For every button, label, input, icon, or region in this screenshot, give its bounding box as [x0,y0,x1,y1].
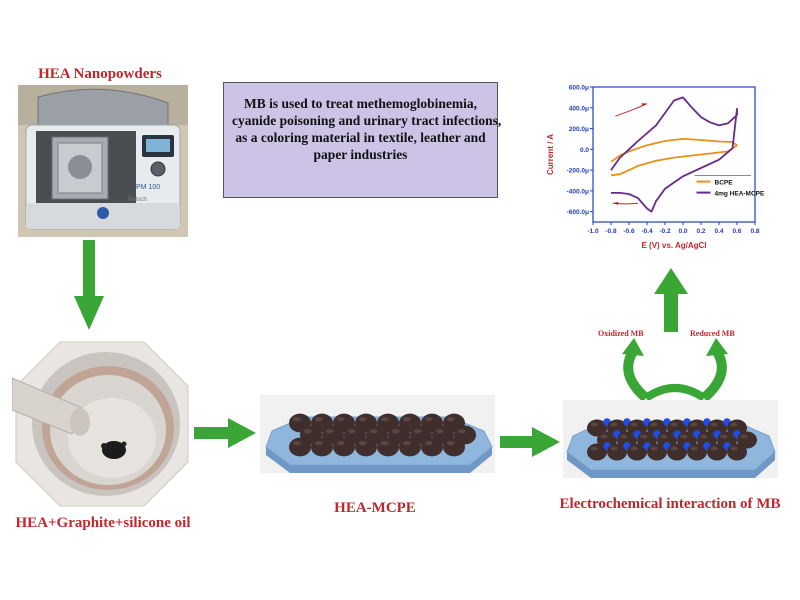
paste-sphere [355,437,377,457]
info-line: paper industries [313,147,408,162]
x-tick-label: 0.0 [678,228,687,235]
paste-sphere [289,437,311,457]
oxidized-mb-label: Oxidized MB [598,329,644,338]
ball-mill-photo: PM 100 Retsch [18,85,188,237]
legend-label: 4mg HEA-MCPE [715,191,766,198]
info-line: as a coloring material in textile, leath… [235,130,486,145]
series-line-1 [610,96,738,213]
paste-sphere [377,437,399,457]
plot-frame [592,86,756,223]
mb-electrode [563,400,778,478]
hea-nanopowders-title: HEA Nanopowders [38,66,162,82]
info-line: MB is used to treat methemoglobinemia, [244,96,477,111]
right-arrow-2 [500,427,560,457]
x-tick-label: -1.0 [587,228,599,235]
paste-sphere [333,437,355,457]
y-axis-label: Current / A [546,134,555,175]
x-tick-label: 0.4 [714,228,723,235]
x-axis-label: E (V) vs. Ag/AgCl [641,241,706,250]
mortar-photo [12,338,192,510]
right-arrow-1 [194,418,256,448]
y-tick-label: -400.0μ [567,188,589,195]
paste-sphere [421,437,443,457]
x-tick-label: 0.6 [732,228,741,235]
reverse-scan-arrowhead [612,201,619,205]
y-tick-label: 0.0 [580,147,589,154]
forward-scan-arrow [615,103,648,117]
y-tick-label: -600.0μ [567,209,589,216]
y-tick-label: 400.0μ [569,105,589,112]
x-tick-label: -0.2 [659,228,671,235]
paste-sphere [443,437,465,457]
x-tick-label: -0.6 [623,228,635,235]
y-tick-label: 600.0μ [569,85,589,92]
down-arrow [74,240,104,330]
x-tick-label: -0.8 [605,228,617,235]
legend-label: BCPE [715,180,734,187]
interaction-caption: Electrochemical interaction of MB [559,496,781,512]
info-line: cyanide poisoning and urinary tract infe… [232,113,502,128]
mill-name-label: Retsch [128,197,147,203]
mill-brand-label: PM 100 [136,184,160,191]
mb-uses-box: MB is used to treat methemoglobinemia, c… [223,82,502,198]
x-tick-label: 0.2 [696,228,705,235]
y-tick-label: 200.0μ [569,126,589,133]
paste-sphere [399,437,421,457]
up-arrow [654,268,688,332]
paste-sphere [311,437,333,457]
mb-bound-spheres [587,418,757,461]
redox-arrows [622,338,728,400]
mix-caption: HEA+Graphite+silicone oil [15,515,191,531]
series-line-0 [610,138,738,177]
x-tick-label: 0.8 [750,228,759,235]
y-tick-label: -200.0μ [567,168,589,175]
paste-sphere [727,443,747,461]
x-tick-label: -0.4 [641,228,653,235]
reduced-mb-label: Reduced MB [690,329,735,338]
mcpe-caption: HEA-MCPE [334,500,416,516]
hea-mcpe-electrode [260,395,495,473]
cv-chart: -1.0 -0.8 -0.6 -0.4 -0.2 0.0 0.2 0.4 0.6 0.8 600.0… [546,85,766,251]
forward-scan-arrowhead [641,103,647,107]
carbon-paste-spheres [289,413,476,457]
